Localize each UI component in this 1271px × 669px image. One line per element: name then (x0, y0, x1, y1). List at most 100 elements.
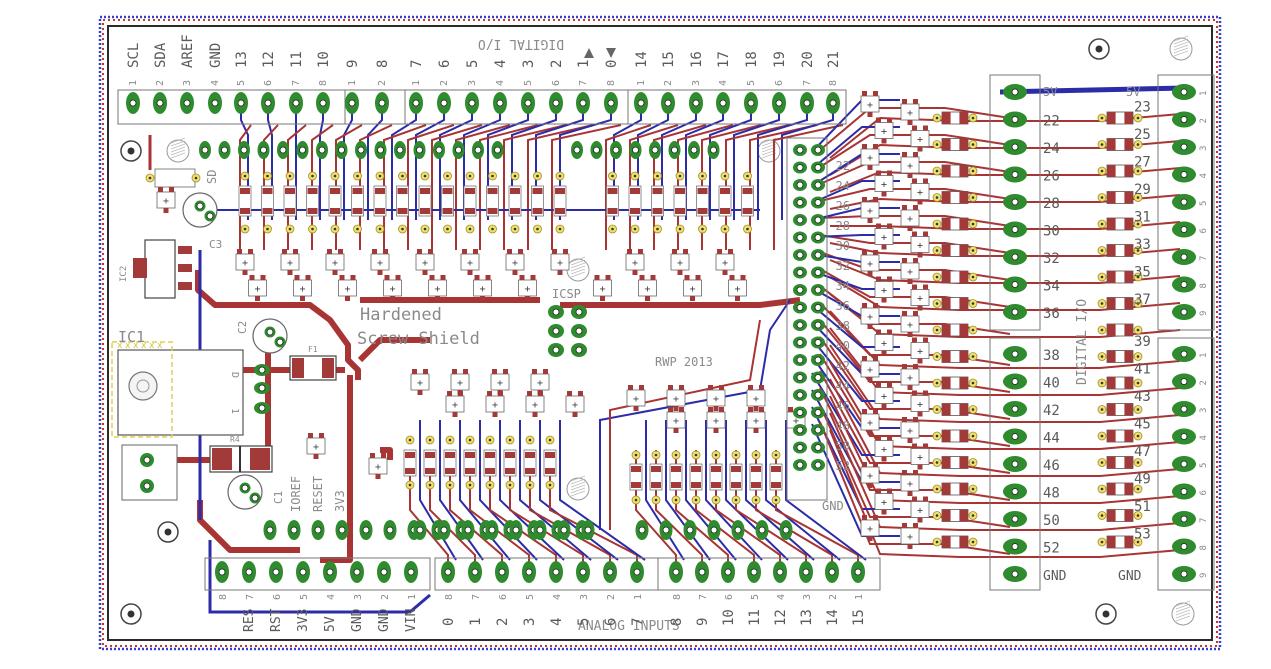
via-hole (1100, 302, 1104, 305)
pad-drill (241, 484, 249, 492)
led-pad (923, 178, 928, 184)
led-pad (881, 297, 887, 303)
led-pad (650, 275, 656, 280)
plus-mark: + (389, 284, 395, 295)
pad-drill (575, 308, 583, 316)
pad-drill (814, 146, 822, 154)
via-hole (971, 540, 975, 544)
analog-pin-number: 2 (828, 594, 839, 600)
pad-drill (1180, 350, 1188, 358)
pad-drill (380, 568, 388, 576)
regulator-pin (178, 282, 192, 290)
via-hole (468, 483, 472, 487)
analog-input-label: 10 (721, 609, 737, 626)
pad-drill (803, 99, 811, 107)
double-header-label: 36 (836, 299, 850, 313)
resistor-pad (465, 452, 475, 458)
plus-mark: + (713, 394, 719, 405)
analog-trace-blue (785, 420, 867, 561)
pad-drill (357, 146, 365, 154)
via-hole (656, 227, 659, 231)
pad-drill (1011, 253, 1019, 261)
resistor-pad (630, 188, 640, 194)
right-terminal-label-left: 34 (1043, 279, 1060, 295)
smd-pad (959, 430, 968, 442)
pad-drill (258, 384, 266, 392)
smd-pad (959, 112, 968, 124)
fivev-label-a: 5V (1043, 85, 1057, 99)
via-hole (1100, 355, 1104, 358)
smd-pad (1107, 138, 1116, 151)
led-pad (169, 187, 174, 192)
resistor-pad (720, 208, 730, 214)
led-pad (473, 249, 478, 254)
pad-drill (416, 146, 423, 154)
pad-drill (1011, 308, 1019, 316)
double-header-label: 50 (836, 439, 850, 453)
via-hole (408, 438, 412, 442)
led-pad (917, 464, 923, 470)
pad-drill (607, 99, 615, 107)
led-pad (902, 417, 907, 422)
led-pad (729, 275, 735, 280)
pad-drill (828, 568, 836, 576)
pad-drill (468, 99, 476, 107)
pad-drill (662, 526, 670, 534)
resistor-pad (445, 468, 455, 474)
pad-drill (734, 526, 742, 534)
plus-mark: + (572, 400, 578, 411)
led-pad (537, 390, 543, 395)
led-pad (759, 385, 764, 390)
resistor-pad (697, 208, 708, 214)
right-terminal-label-left: 42 (1043, 403, 1060, 419)
right-pin-number: 1 (1199, 353, 1209, 358)
right-terminal-label-left: 38 (1043, 348, 1060, 364)
led-pad (902, 152, 907, 157)
pad-drill (579, 568, 587, 576)
analog-trace-blue (559, 420, 646, 561)
led-pad (492, 369, 497, 374)
author-label: RWP 2013 (655, 355, 713, 369)
plus-mark: + (881, 339, 887, 350)
via-hole (1100, 434, 1104, 438)
via-hole (1136, 302, 1140, 305)
plus-mark: + (867, 153, 873, 164)
via-hole (656, 174, 659, 178)
via-hole (508, 438, 512, 442)
power-pin-number: 6 (272, 594, 283, 600)
led-pad (530, 275, 536, 280)
gnd-label-a: GND (1043, 569, 1067, 584)
analog-trace-blue (765, 420, 841, 561)
smd-pad (1107, 297, 1116, 310)
via-hole (678, 174, 682, 178)
fiducial-hatch (570, 265, 586, 272)
plus-mark: + (467, 258, 473, 269)
analog-trace-blue (499, 420, 565, 561)
led-pad (242, 270, 248, 275)
smd-pad (959, 297, 968, 310)
led-pad (492, 412, 498, 417)
fiducial-hatch (761, 137, 777, 144)
led-pad (719, 407, 724, 412)
pad-drill (377, 146, 384, 154)
power-bottom-label: RES (242, 609, 257, 632)
via-hole (971, 487, 975, 491)
pad-drill (796, 444, 804, 451)
led-pad (862, 250, 867, 255)
led-pad (447, 391, 452, 396)
led-pad (748, 385, 753, 390)
via-hole (1136, 461, 1140, 464)
pad-drill (1180, 515, 1188, 523)
smd-pad (1124, 509, 1133, 522)
led-pad (532, 412, 538, 417)
pad-drill (1011, 198, 1019, 206)
top-terminal-block (117, 89, 847, 125)
right-pin-number: 5 (1199, 463, 1209, 468)
pad-drill (240, 146, 248, 154)
led-pad (923, 496, 928, 502)
analog-trace-red (529, 450, 611, 572)
smd-pad (1107, 509, 1116, 522)
plus-mark: + (867, 524, 873, 535)
pad-drill (221, 146, 228, 154)
plus-mark: + (479, 284, 485, 295)
